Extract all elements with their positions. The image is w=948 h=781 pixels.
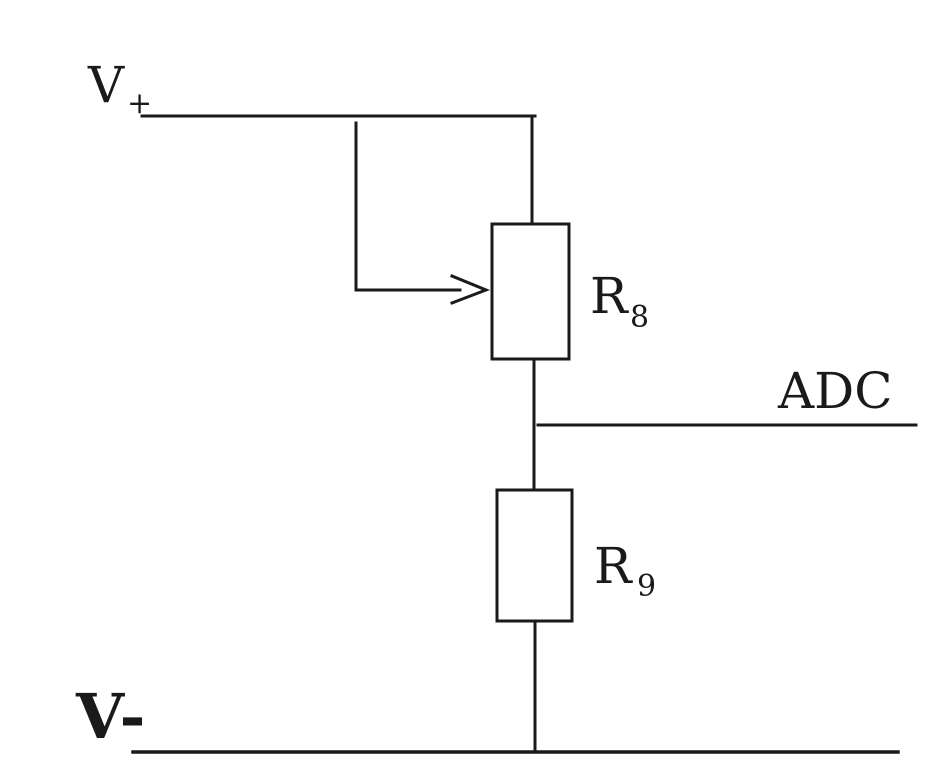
resistor-r8 bbox=[490, 222, 571, 361]
r8-subscript: 8 bbox=[630, 300, 649, 335]
resistor-r9 bbox=[495, 488, 574, 623]
v-plus-subscript: + bbox=[127, 86, 152, 121]
wiper-wire bbox=[354, 121, 462, 292]
adc-label: ADC bbox=[777, 362, 892, 420]
v-minus-label: V- bbox=[75, 680, 145, 753]
r8-label: R bbox=[590, 267, 629, 325]
r9-label: R bbox=[594, 537, 633, 595]
v-plus-label: V bbox=[87, 56, 125, 114]
r9-subscript: 9 bbox=[637, 569, 656, 604]
wiper-arrow-icon bbox=[450, 274, 491, 305]
